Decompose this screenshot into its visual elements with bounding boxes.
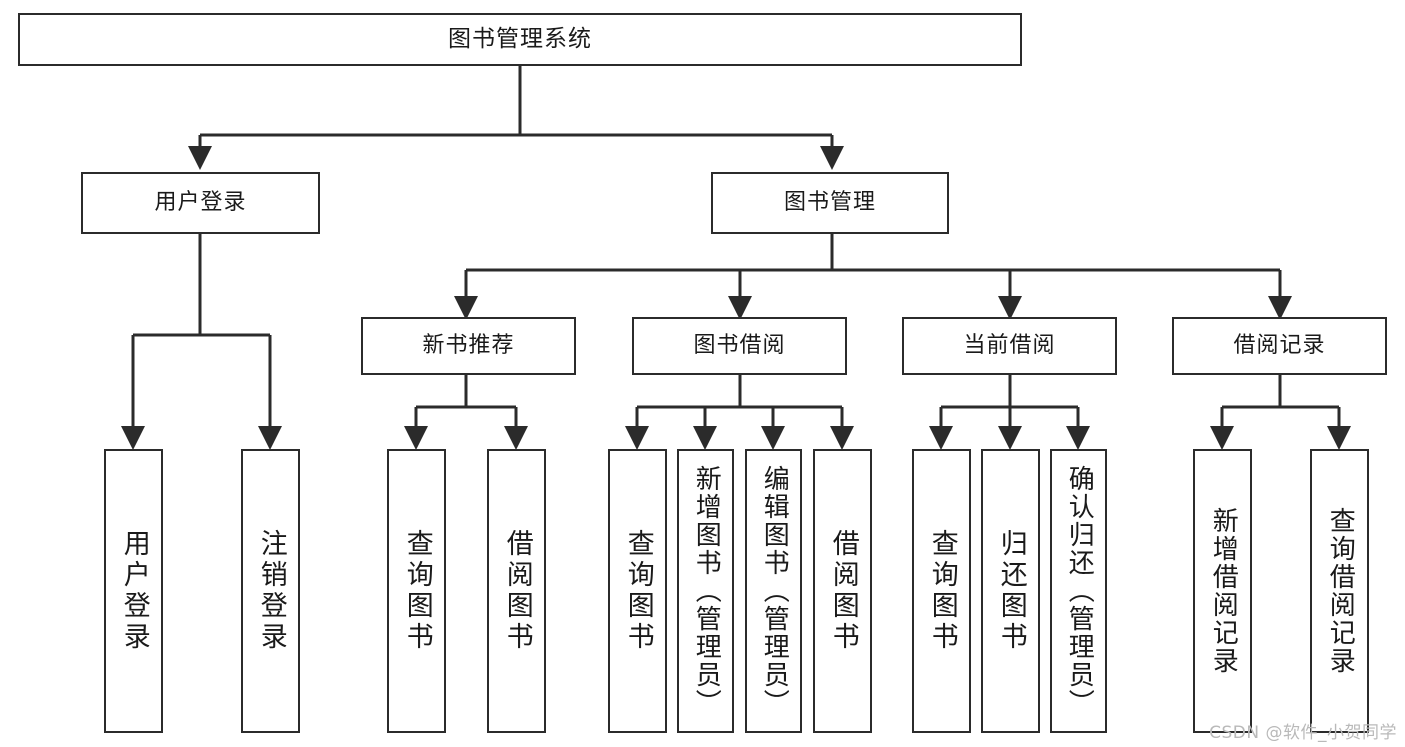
node-label: 借阅图书 — [501, 529, 533, 653]
leaf-user-logout[interactable]: 注销登录 — [241, 449, 300, 733]
node-borrow-record[interactable]: 借阅记录 — [1172, 317, 1387, 375]
node-label: 新书推荐 — [422, 333, 515, 359]
node-label: 归还图书 — [995, 529, 1027, 653]
node-label: 当前借阅 — [963, 333, 1056, 359]
node-user-login[interactable]: 用户登录 — [81, 172, 320, 234]
node-label: 图书管理系统 — [448, 25, 592, 52]
node-label: 新增借阅记录 — [1208, 507, 1239, 675]
node-label: 新增图书（管理员） — [691, 465, 722, 717]
node-label: 借阅记录 — [1233, 333, 1326, 359]
leaf-user-login[interactable]: 用户登录 — [104, 449, 163, 733]
node-label: 注销登录 — [255, 529, 287, 653]
node-root-system[interactable]: 图书管理系统 — [18, 13, 1022, 66]
leaf-borrow-book[interactable]: 借阅图书 — [813, 449, 872, 733]
node-new-book-recommend[interactable]: 新书推荐 — [361, 317, 576, 375]
node-label: 图书借阅 — [693, 333, 786, 359]
node-label: 编辑图书（管理员） — [759, 465, 790, 717]
leaf-edit-book-admin[interactable]: 编辑图书（管理员） — [745, 449, 802, 733]
leaf-borrow-book-recommend[interactable]: 借阅图书 — [487, 449, 546, 733]
node-label: 用户登录 — [154, 190, 247, 216]
node-label: 确认归还（管理员） — [1064, 465, 1095, 717]
node-book-management[interactable]: 图书管理 — [711, 172, 949, 234]
watermark-credit: CSDN @软件_小贺同学 — [1209, 723, 1397, 743]
leaf-query-borrow-record[interactable]: 查询借阅记录 — [1310, 449, 1369, 733]
node-label: 查询图书 — [401, 529, 433, 653]
node-label: 图书管理 — [783, 190, 876, 216]
leaf-query-book-borrow[interactable]: 查询图书 — [608, 449, 667, 733]
node-book-borrow[interactable]: 图书借阅 — [632, 317, 847, 375]
leaf-add-borrow-record[interactable]: 新增借阅记录 — [1193, 449, 1252, 733]
leaf-query-book-current[interactable]: 查询图书 — [912, 449, 971, 733]
node-label: 查询借阅记录 — [1325, 507, 1356, 675]
node-current-borrow[interactable]: 当前借阅 — [902, 317, 1117, 375]
leaf-query-book-recommend[interactable]: 查询图书 — [387, 449, 446, 733]
leaf-confirm-return-admin[interactable]: 确认归还（管理员） — [1050, 449, 1107, 733]
node-label: 查询图书 — [622, 529, 654, 653]
node-label: 借阅图书 — [827, 529, 859, 653]
leaf-add-book-admin[interactable]: 新增图书（管理员） — [677, 449, 734, 733]
node-label: 用户登录 — [118, 529, 150, 653]
leaf-return-book[interactable]: 归还图书 — [981, 449, 1040, 733]
node-label: 查询图书 — [926, 529, 958, 653]
